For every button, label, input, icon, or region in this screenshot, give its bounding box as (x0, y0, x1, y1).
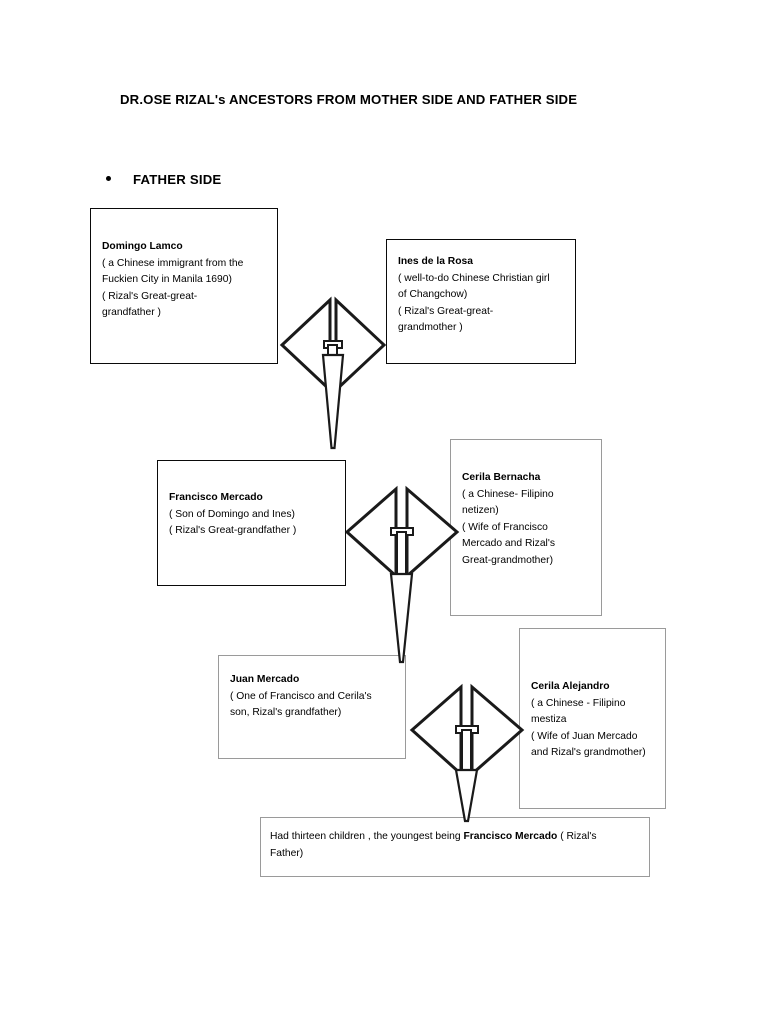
arrow-left-icon (279, 296, 332, 394)
arrow-down-icon (454, 768, 479, 823)
arrow-right-icon (470, 683, 525, 778)
node-name: Francisco Mercado (169, 492, 263, 503)
arrow-stem (327, 344, 338, 357)
node-line-3: ( Wife of Francisco (462, 521, 548, 533)
node-line-1: ( a Chinese- Filipino (462, 488, 554, 500)
node-text: Juan Mercado ( One of Francisco and Ceri… (230, 672, 397, 722)
node-name: Domingo Lamco (102, 241, 183, 252)
node-box-cerila-alejandro[interactable]: Cerila Alejandro ( a Chinese - Filipino … (519, 628, 666, 809)
node-name: Juan Mercado (230, 674, 300, 685)
arrow-connector-bar (455, 725, 479, 734)
node-line-1: ( a Chinese immigrant from the (102, 257, 244, 269)
node-box-domingo-lamco[interactable]: Domingo Lamco ( a Chinese immigrant from… (90, 208, 278, 364)
arrow-left-icon (344, 485, 398, 580)
children-text-after: ( Rizal's (557, 831, 597, 842)
arrow-stem (461, 729, 472, 772)
arrow-down-icon (389, 572, 414, 664)
children-line-2: Father) (270, 847, 304, 859)
section-label: FATHER SIDE (133, 172, 222, 187)
node-line-2: Fuckien City in Manila 1690) (102, 274, 232, 286)
arrow-group-1 (278, 282, 388, 454)
children-text-before: Had thirteen children , the youngest bei… (270, 831, 464, 842)
node-line-2: of Changchow) (398, 289, 468, 301)
arrow-down-icon (321, 353, 345, 450)
node-box-francisco-mercado[interactable]: Francisco Mercado ( Son of Domingo and I… (157, 460, 346, 586)
node-line-1: ( a Chinese - Filipino (531, 697, 626, 709)
node-line-2: mestiza (531, 714, 567, 726)
node-line-2: ( Rizal's Great-grandfather ) (169, 525, 297, 537)
node-line-5: Great-grandmother) (462, 554, 553, 566)
arrow-group-3 (408, 683, 526, 823)
node-line-1: ( Son of Domingo and Ines) (169, 508, 295, 520)
arrow-connector-bar (323, 340, 343, 349)
arrow-stem (396, 531, 407, 576)
node-line-3: ( Rizal's Great-great- (102, 290, 198, 302)
node-line-4: Mercado and Rizal's (462, 538, 555, 550)
node-box-juan-mercado[interactable]: Juan Mercado ( One of Francisco and Ceri… (218, 655, 406, 759)
node-line-2: son, Rizal's grandfather) (230, 707, 342, 719)
node-text: Cerila Bernacha ( a Chinese- Filipino ne… (462, 470, 593, 570)
node-text: Domingo Lamco ( a Chinese immigrant from… (102, 239, 269, 322)
bullet-dot-icon (106, 176, 111, 181)
arrow-group-2 (343, 485, 461, 664)
node-name: Cerila Alejandro (531, 681, 610, 692)
arrow-right-icon (334, 296, 387, 394)
node-name: Cerila Bernacha (462, 472, 541, 483)
node-line-4: and Rizal's grandmother) (531, 747, 646, 759)
children-line-1: Had thirteen children , the youngest bei… (270, 829, 639, 846)
node-text: Cerila Alejandro ( a Chinese - Filipino … (531, 679, 657, 762)
node-line-1: ( well-to-do Chinese Christian girl (398, 272, 550, 284)
arrow-connector-bar (390, 527, 414, 536)
node-text: Ines de la Rosa ( well-to-do Chinese Chr… (398, 254, 567, 337)
node-text: Francisco Mercado ( Son of Domingo and I… (169, 490, 337, 540)
node-box-children-summary[interactable]: Had thirteen children , the youngest bei… (260, 817, 650, 877)
node-name: Ines de la Rosa (398, 256, 473, 267)
children-text-bold: Francisco Mercado (463, 831, 558, 842)
node-line-3: ( Rizal's Great-great- (398, 305, 494, 317)
node-line-4: grandmother ) (398, 322, 463, 334)
node-line-3: ( Wife of Juan Mercado (531, 730, 638, 742)
node-line-1: ( One of Francisco and Cerila's (230, 690, 372, 702)
node-box-cerila-bernacha[interactable]: Cerila Bernacha ( a Chinese- Filipino ne… (450, 439, 602, 616)
section-bullet-father-side: FATHER SIDE (106, 172, 221, 187)
node-line-4: grandfather ) (102, 307, 161, 319)
node-text: Had thirteen children , the youngest bei… (270, 829, 639, 862)
page-title: DR.OSE RIZAL's ANCESTORS FROM MOTHER SID… (120, 92, 578, 107)
node-box-ines-de-la-rosa[interactable]: Ines de la Rosa ( well-to-do Chinese Chr… (386, 239, 576, 364)
arrow-left-icon (409, 683, 463, 778)
node-line-2: netizen) (462, 505, 499, 517)
